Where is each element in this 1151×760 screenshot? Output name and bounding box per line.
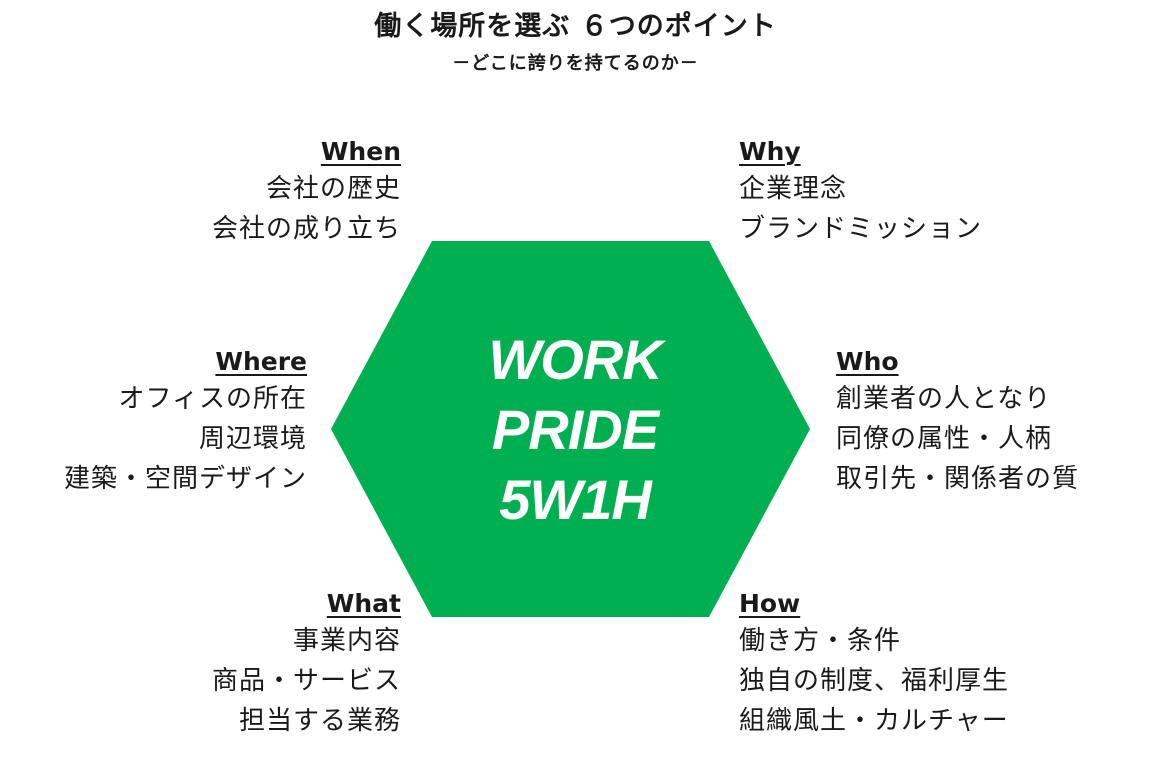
how-block: How 働き方・条件 独自の制度、福利厚生 組織風土・カルチャー — [739, 587, 1119, 741]
center-label: WORK PRIDE 5W1H — [430, 325, 720, 535]
how-item: 働き方・条件 — [739, 626, 902, 656]
when-item: 会社の歴史 — [265, 174, 401, 204]
why-block: Why 企業理念 ブランドミッション — [739, 135, 1119, 249]
page-title: 働く場所を選ぶ ６つのポイント — [374, 11, 777, 42]
what-heading: What — [326, 589, 401, 618]
how-item: 組織風土・カルチャー — [739, 706, 1009, 736]
what-block: What 事業内容 商品・サービス 担当する業務 — [21, 587, 401, 741]
how-heading: How — [739, 589, 801, 618]
how-item: 独自の制度、福利厚生 — [739, 666, 1010, 696]
where-block: Where オフィスの所在 周辺環境 建築・空間デザイン — [0, 345, 307, 499]
why-item: 企業理念 — [739, 174, 848, 204]
who-heading: Who — [836, 347, 899, 376]
why-heading: Why — [739, 137, 801, 166]
center-hexagon — [331, 241, 810, 617]
who-block: Who 創業者の人となり 同僚の属性・人柄 取引先・関係者の質 — [836, 345, 1146, 499]
who-item: 取引先・関係者の質 — [836, 464, 1080, 494]
center-line-work: WORK — [488, 328, 662, 391]
center-line-pride: PRIDE — [491, 398, 659, 461]
what-item: 事業内容 — [292, 626, 401, 656]
where-item: 周辺環境 — [198, 424, 307, 454]
when-item: 会社の成り立ち — [211, 214, 401, 244]
who-item: 創業者の人となり — [836, 384, 1052, 414]
center-line-5w1h: 5W1H — [499, 468, 652, 531]
when-heading: When — [320, 137, 401, 166]
where-heading: Where — [215, 347, 307, 376]
who-item: 同僚の属性・人柄 — [836, 424, 1053, 454]
when-block: When 会社の歴史 会社の成り立ち — [21, 135, 401, 249]
page-subtitle: －どこに誇りを持てるのか－ — [452, 53, 699, 74]
why-item: ブランドミッション — [739, 214, 983, 244]
what-item: 商品・サービス — [211, 666, 401, 696]
where-item: オフィスの所在 — [118, 384, 307, 414]
what-item: 担当する業務 — [238, 706, 401, 736]
where-item: 建築・空間デザイン — [63, 464, 307, 494]
